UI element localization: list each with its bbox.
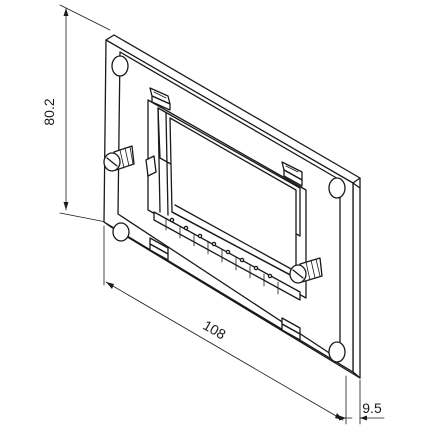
depth-dimension-label: 9.5 bbox=[362, 400, 382, 416]
width-dimension-label: 108 bbox=[200, 317, 228, 343]
screw-left-icon bbox=[103, 145, 135, 172]
clip-bottom-right bbox=[281, 317, 301, 341]
module-frame bbox=[145, 99, 307, 301]
clip-top-left bbox=[149, 87, 171, 111]
height-dimension: 80.2 bbox=[41, 4, 111, 223]
screw-right-icon bbox=[289, 257, 323, 284]
clip-top-right bbox=[281, 161, 303, 187]
rail-teeth bbox=[165, 217, 279, 295]
clip-bottom-left bbox=[149, 237, 169, 261]
depth-dimension: 9.5 bbox=[339, 375, 385, 425]
height-dimension-label: 80.2 bbox=[41, 98, 57, 125]
